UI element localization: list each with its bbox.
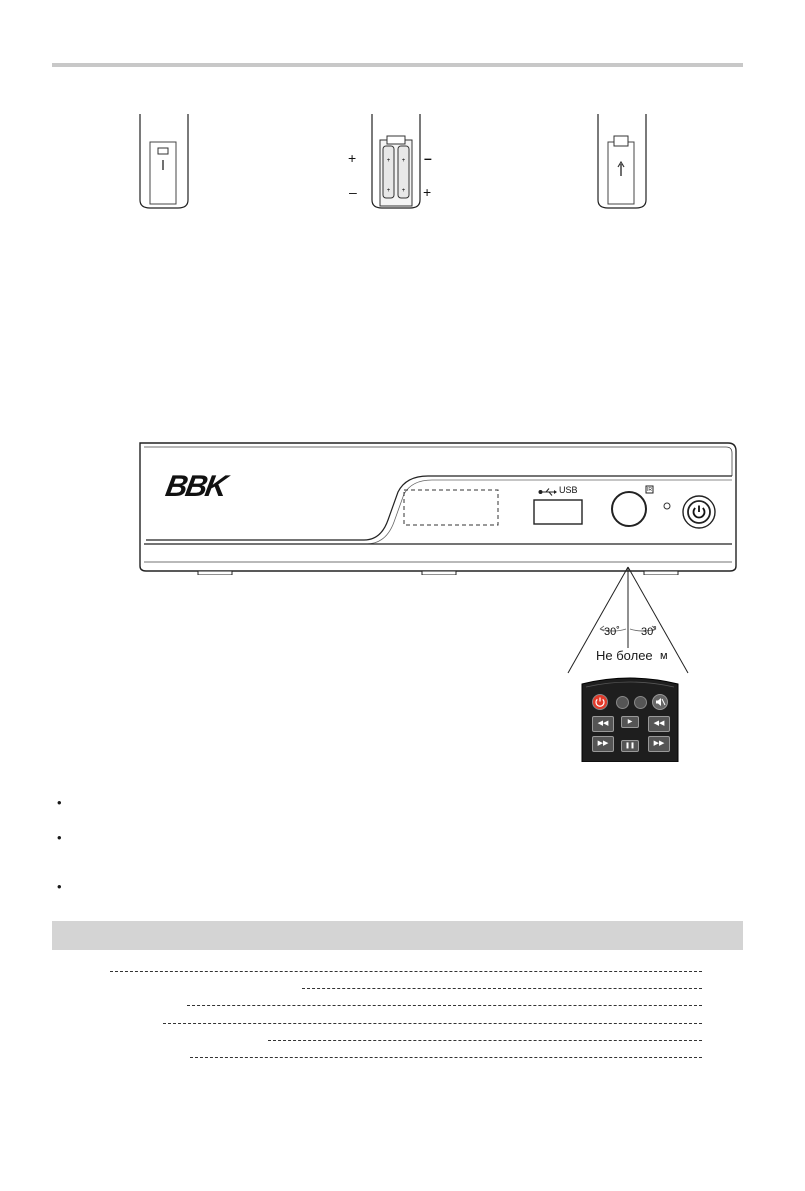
fast-forward-icon: ▶▶ bbox=[648, 736, 670, 752]
bullet-item-3: • bbox=[57, 879, 62, 894]
mute-icon bbox=[652, 694, 668, 710]
usb-label: USB bbox=[559, 485, 578, 495]
svg-text:+: + bbox=[387, 188, 391, 194]
toc-leader-line bbox=[268, 1040, 702, 1041]
battery-step-2-figure: + + + + bbox=[371, 114, 421, 209]
angle-left-label: 30˚ bbox=[604, 626, 620, 638]
remote-round-button bbox=[634, 696, 647, 709]
battery-step-3-figure bbox=[597, 114, 647, 209]
polarity-minus-right: – bbox=[424, 150, 432, 166]
polarity-plus-right: + bbox=[423, 184, 432, 200]
prev-icon: ◀◀ bbox=[592, 716, 614, 732]
toc-leader-line bbox=[302, 988, 702, 989]
section-header-bar bbox=[52, 921, 743, 950]
distance-unit: м bbox=[659, 650, 669, 662]
remote-control: ◀◀ ▶ ◀◀ ▶▶ ❚❚ ▶▶ bbox=[580, 674, 680, 763]
next-icon: ▶▶ bbox=[592, 736, 614, 752]
polarity-minus-left: – bbox=[349, 184, 357, 200]
ir-label: IR bbox=[647, 487, 652, 493]
svg-text:+: + bbox=[387, 158, 391, 164]
receiver-front-panel bbox=[139, 442, 737, 575]
rewind-icon: ◀◀ bbox=[648, 716, 670, 732]
toc-leader-line bbox=[163, 1023, 702, 1024]
bullet-item-2: • bbox=[57, 830, 62, 845]
polarity-plus-left: + bbox=[348, 150, 357, 166]
toc-leader-line bbox=[187, 1005, 702, 1006]
ir-range-diagram bbox=[567, 566, 689, 674]
toc-leader-line bbox=[110, 971, 702, 972]
angle-right-label: 30˚ bbox=[641, 626, 657, 638]
pause-icon: ❚❚ bbox=[621, 740, 639, 752]
brand-logo: BBK bbox=[163, 470, 228, 503]
usb-icon bbox=[538, 484, 558, 496]
distance-label: Не более bbox=[594, 648, 655, 663]
power-icon bbox=[592, 694, 608, 710]
toc-leader-line bbox=[190, 1057, 702, 1058]
bullet-item-1: • bbox=[57, 795, 62, 810]
power-icon bbox=[690, 503, 708, 521]
battery-step-1-figure bbox=[139, 114, 189, 209]
play-icon: ▶ bbox=[621, 716, 639, 728]
svg-text:+: + bbox=[402, 158, 406, 164]
header-rule bbox=[52, 63, 743, 67]
remote-round-button bbox=[616, 696, 629, 709]
svg-text:+: + bbox=[402, 188, 406, 194]
